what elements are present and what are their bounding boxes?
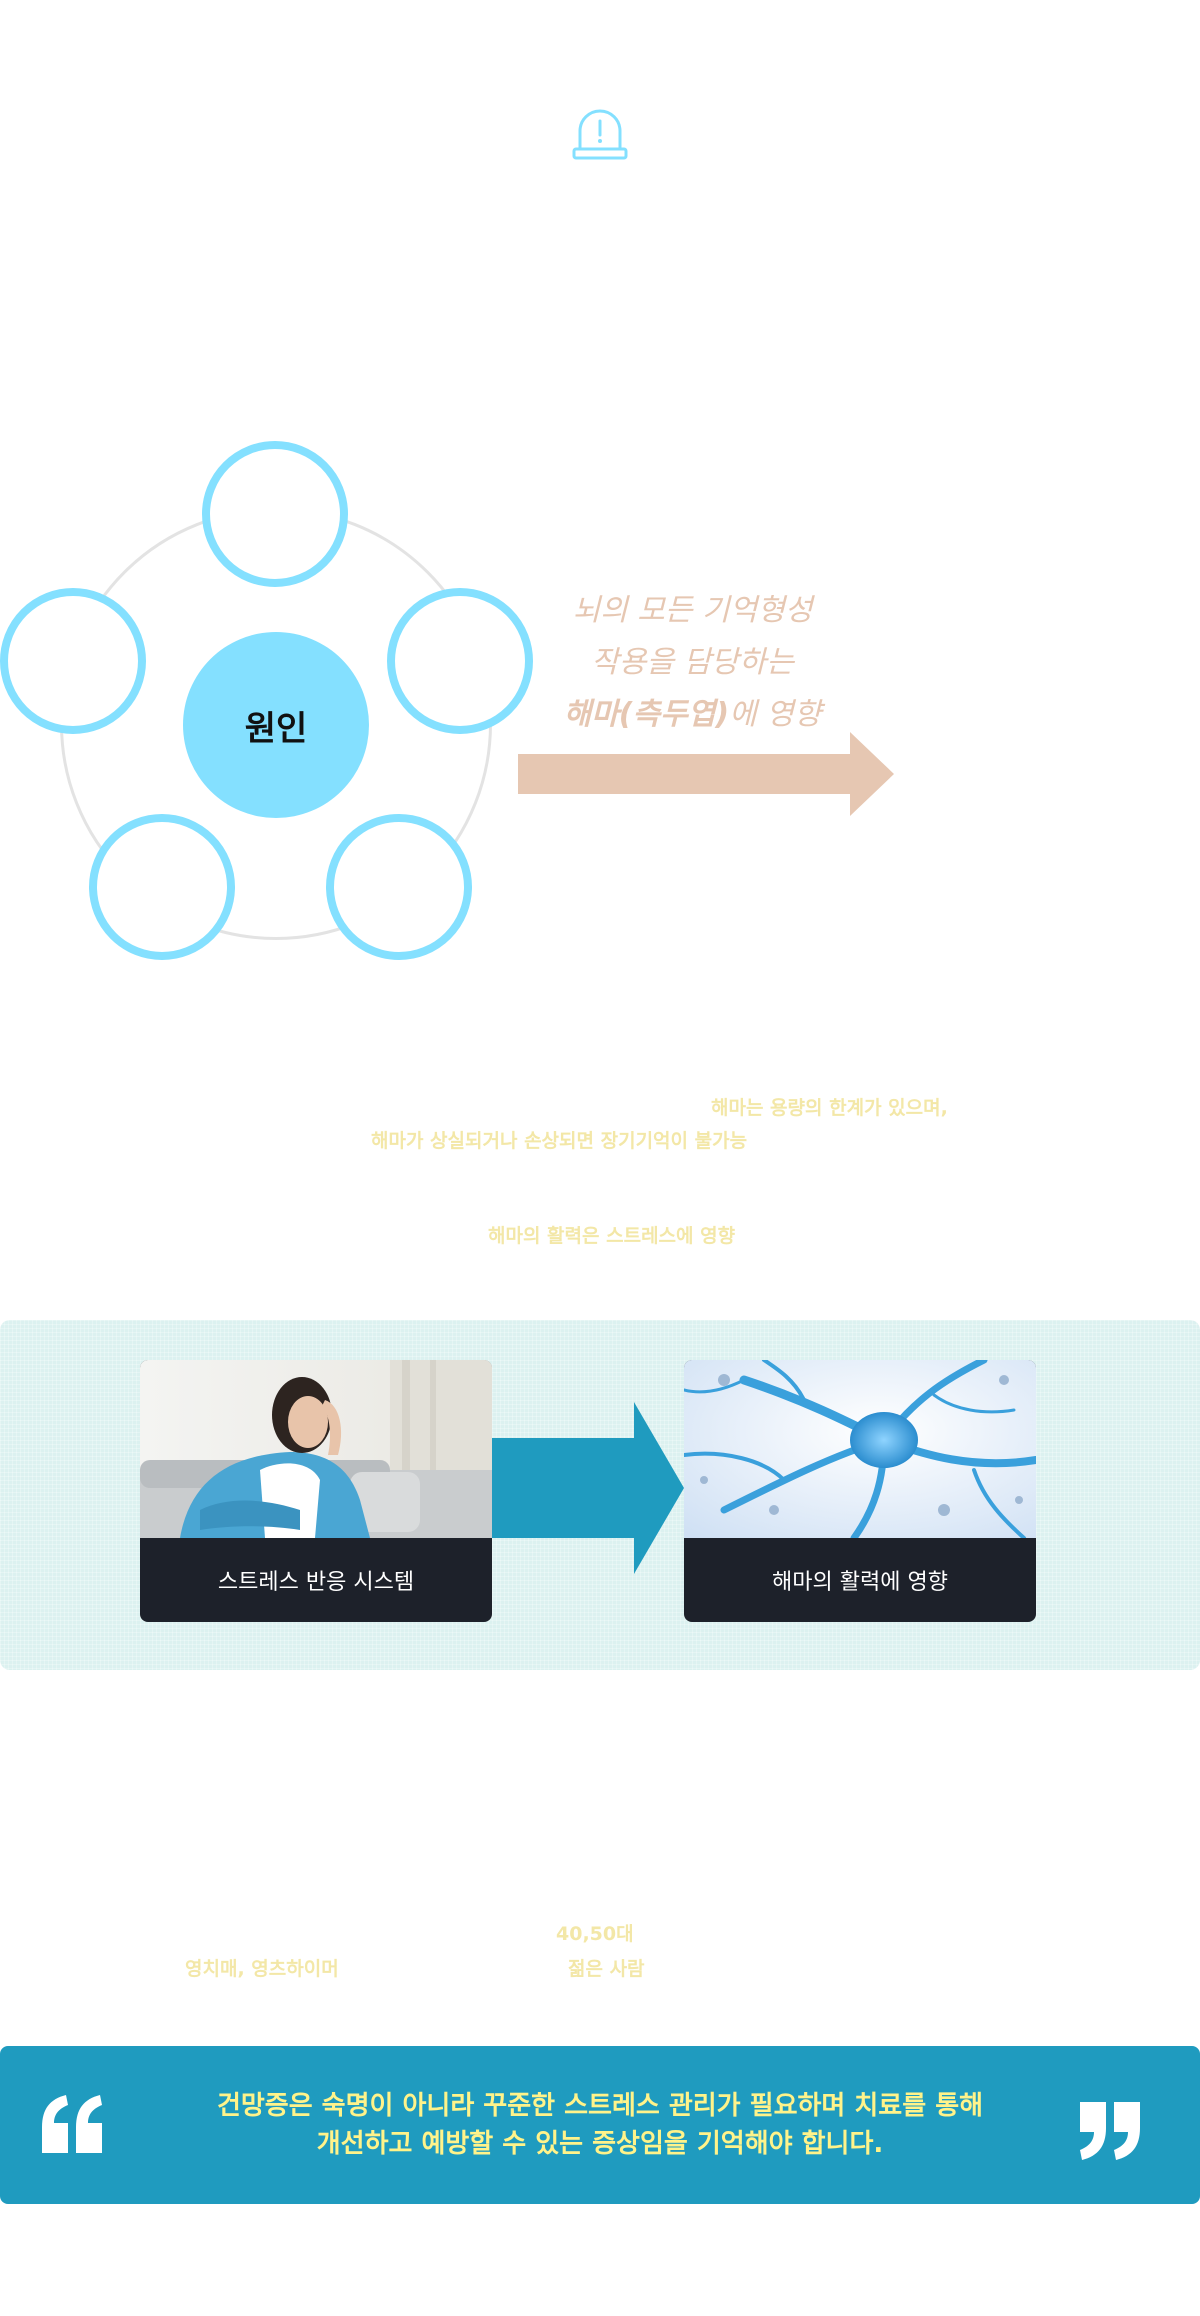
peach-arrow-icon [518, 732, 894, 816]
note-capacity: 해마는 용량의 한계가 있으며, [711, 1097, 948, 1119]
cause-node-right [387, 588, 533, 734]
cause-node-bottom-right [326, 814, 472, 960]
cause-node-left [0, 588, 146, 734]
cause-center: 원인 [183, 632, 369, 818]
quote-line-2: 개선하고 예방할 수 있는 증상임을 기억해야 합니다. [316, 2129, 884, 2159]
hippocampus-highlight: 해마(측두엽) [563, 697, 730, 732]
stress-response-label: 스트레스 반응 시스템 [217, 1570, 415, 1595]
open-quote-icon [42, 2095, 102, 2153]
note-dementia: 영치매, 영츠하이머 [185, 1958, 339, 1980]
hippocampus-vitality-label: 해마의 활력에 영향 [772, 1570, 948, 1595]
neuron-image [684, 1360, 1036, 1538]
hippocampus-line-3: 해마(측두엽)에 영향 [520, 689, 865, 741]
stress-response-card: 스트레스 반응 시스템 [140, 1360, 492, 1622]
quote-line-1: 건망증은 숙명이 아니라 꾸준한 스트레스 관리가 필요하며 치료를 통해 [216, 2091, 984, 2121]
hippocampus-vitality-card: 해마의 활력에 영향 [684, 1360, 1036, 1622]
note-damage: 해마가 상실되거나 손상되면 장기기억이 불가능 [371, 1130, 748, 1152]
cause-center-label: 원인 [244, 708, 308, 749]
hippocampus-line-3-rest: 에 영향 [729, 697, 822, 732]
quote-banner: 건망증은 숙명이 아니라 꾸준한 스트레스 관리가 필요하며 치료를 통해 개선… [0, 2046, 1200, 2204]
stressed-woman-photo [140, 1360, 492, 1538]
close-quote-icon [1080, 2102, 1140, 2160]
flow-arrow-icon [492, 1402, 684, 1574]
note-young: 젊은 사람 [568, 1958, 645, 1980]
hippocampus-text: 뇌의 모든 기억형성 작용을 담당하는 해마(측두엽)에 영향 [520, 585, 865, 741]
alert-siren-icon [572, 109, 628, 160]
note-age: 40,50대 [556, 1923, 634, 1945]
hippocampus-line-2: 작용을 담당하는 [591, 645, 794, 680]
cause-node-bottom-left [89, 814, 235, 960]
note-stress: 해마의 활력은 스트레스에 영향 [488, 1225, 736, 1247]
quote-text: 건망증은 숙명이 아니라 꾸준한 스트레스 관리가 필요하며 치료를 통해 개선… [150, 2046, 1050, 2204]
hippocampus-line-1: 뇌의 모든 기억형성 [572, 593, 813, 628]
cause-node-top [202, 441, 348, 587]
